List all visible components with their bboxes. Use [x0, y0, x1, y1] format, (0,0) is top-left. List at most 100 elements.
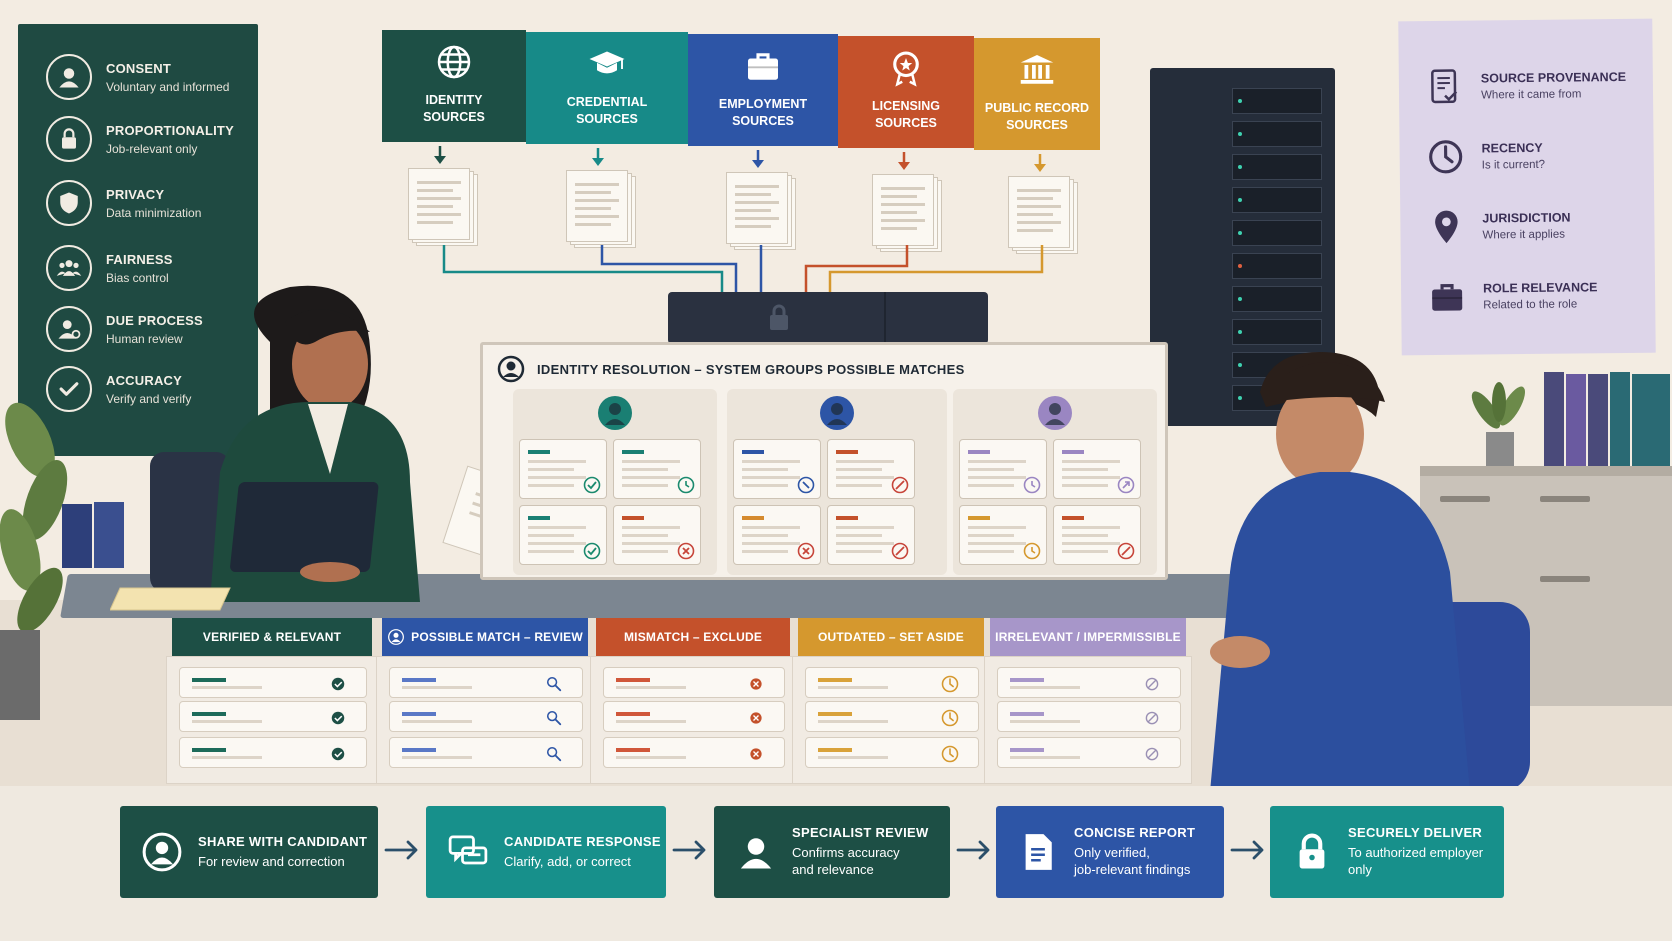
principle-title: FAIRNESS — [106, 251, 173, 267]
record-card[interactable] — [827, 439, 915, 499]
category-record-row[interactable] — [603, 667, 785, 698]
category-record-row[interactable] — [179, 737, 367, 768]
hub-lock-icon — [770, 304, 788, 330]
document-check-icon — [1431, 69, 1458, 104]
record-card[interactable] — [1053, 439, 1141, 499]
principle-icon-ring — [46, 245, 92, 291]
step-subtitle: Only verified,job-relevant findings — [1074, 845, 1195, 879]
source-label-line1: CREDENTIAL — [566, 95, 648, 110]
check-circle-icon — [331, 747, 345, 761]
check-circle-icon — [331, 677, 345, 691]
principle-title: CONSENT — [106, 60, 171, 76]
category-record-row[interactable] — [389, 737, 583, 768]
category-record-row[interactable] — [389, 667, 583, 698]
binders — [1544, 372, 1670, 468]
step-subtitle-line1: Only verified, — [1074, 845, 1150, 861]
down-arrow-icon — [752, 150, 764, 168]
category-record-row[interactable] — [805, 667, 979, 698]
x-circle-icon — [750, 748, 762, 760]
category-record-row[interactable] — [603, 701, 785, 732]
briefcase-icon — [748, 53, 778, 80]
record-card[interactable] — [519, 505, 607, 565]
globe-icon — [437, 46, 471, 79]
record-card[interactable] — [959, 439, 1047, 499]
category-column — [984, 656, 1192, 784]
record-card[interactable] — [613, 505, 701, 565]
down-arrow-icon — [898, 152, 910, 170]
record-card[interactable] — [519, 439, 607, 499]
record-card[interactable] — [1053, 505, 1141, 565]
cluster-avatar-icon — [820, 396, 854, 430]
process-step: SHARE WITH CANDIDANT For review and corre… — [120, 806, 378, 898]
step-subtitle-line1: Confirms accuracy — [792, 845, 900, 861]
category-record-row[interactable] — [179, 667, 367, 698]
source-label-line2: SOURCES — [875, 116, 937, 131]
factor-title: ROLE RELEVANCE — [1482, 280, 1598, 296]
category-record-row[interactable] — [389, 701, 583, 732]
category-record-row[interactable] — [179, 701, 367, 732]
category-record-row[interactable] — [805, 701, 979, 732]
category-label: POSSIBLE MATCH – REVIEW — [411, 630, 583, 644]
ban-badge-icon — [1117, 542, 1135, 560]
recruiter-woman — [150, 285, 420, 602]
source-label-line1: IDENTITY — [425, 93, 483, 108]
category-record-row[interactable] — [997, 737, 1181, 768]
person-circle-icon — [388, 629, 405, 645]
report-icon — [1025, 834, 1052, 870]
step-subtitle-line2: and relevance — [792, 862, 874, 877]
step-subtitle-line1: For review and correction — [198, 853, 345, 869]
category-record-row[interactable] — [805, 737, 979, 768]
lock-icon — [62, 128, 76, 149]
record-card[interactable] — [733, 505, 821, 565]
briefcase-icon — [1432, 283, 1463, 311]
step-subtitle-line1: To authorized employer — [1348, 845, 1484, 861]
principle-subtitle: Verify and verify — [106, 391, 192, 406]
ban-badge-icon — [891, 542, 909, 560]
cluster-avatar-icon — [598, 396, 632, 430]
document-stack — [872, 174, 942, 252]
server-rack — [1150, 68, 1335, 426]
factor-subtitle: Related to the role — [1483, 298, 1578, 312]
data-hub-device — [668, 292, 988, 344]
clock-icon — [1429, 140, 1463, 174]
identity-resolution-board: IDENTITY RESOLUTION – SYSTEM GROUPS POSS… — [480, 342, 1168, 580]
x-circle-icon — [750, 678, 762, 690]
factor-title: RECENCY — [1481, 140, 1543, 156]
record-card[interactable] — [827, 505, 915, 565]
x-badge-icon — [797, 542, 815, 560]
category-label: OUTDATED – SET ASIDE — [817, 630, 964, 644]
plant-right — [1471, 382, 1525, 468]
step-subtitle-line2: only — [1348, 862, 1372, 877]
check-icon — [59, 382, 79, 396]
ban-icon — [1145, 711, 1159, 725]
category-record-row[interactable] — [997, 701, 1181, 732]
principle-icon-ring — [46, 306, 92, 352]
person-icon — [59, 68, 79, 88]
step-title: SHARE WITH CANDIDANT — [198, 833, 368, 849]
category-header: VERIFIED & RELEVANT — [172, 618, 372, 656]
badge-icon — [893, 51, 919, 87]
record-card[interactable] — [613, 439, 701, 499]
board-person-icon — [497, 355, 525, 383]
record-card[interactable] — [733, 439, 821, 499]
source-label-line1: EMPLOYMENT — [718, 97, 808, 112]
slash-badge-icon — [797, 476, 815, 494]
category-record-row[interactable] — [603, 737, 785, 768]
chat-bubbles-icon — [448, 835, 488, 865]
person-circle-icon — [142, 832, 182, 872]
record-card[interactable] — [959, 505, 1047, 565]
principle-title: PROPORTIONALITY — [106, 122, 234, 138]
category-column — [166, 656, 378, 784]
category-record-row[interactable] — [997, 667, 1181, 698]
arrow-badge-icon — [1117, 476, 1135, 494]
factor-subtitle: Where it came from — [1480, 88, 1582, 102]
principle-subtitle: Job-relevant only — [106, 141, 198, 156]
match-cluster — [953, 389, 1157, 575]
principle-icon-ring — [46, 116, 92, 162]
